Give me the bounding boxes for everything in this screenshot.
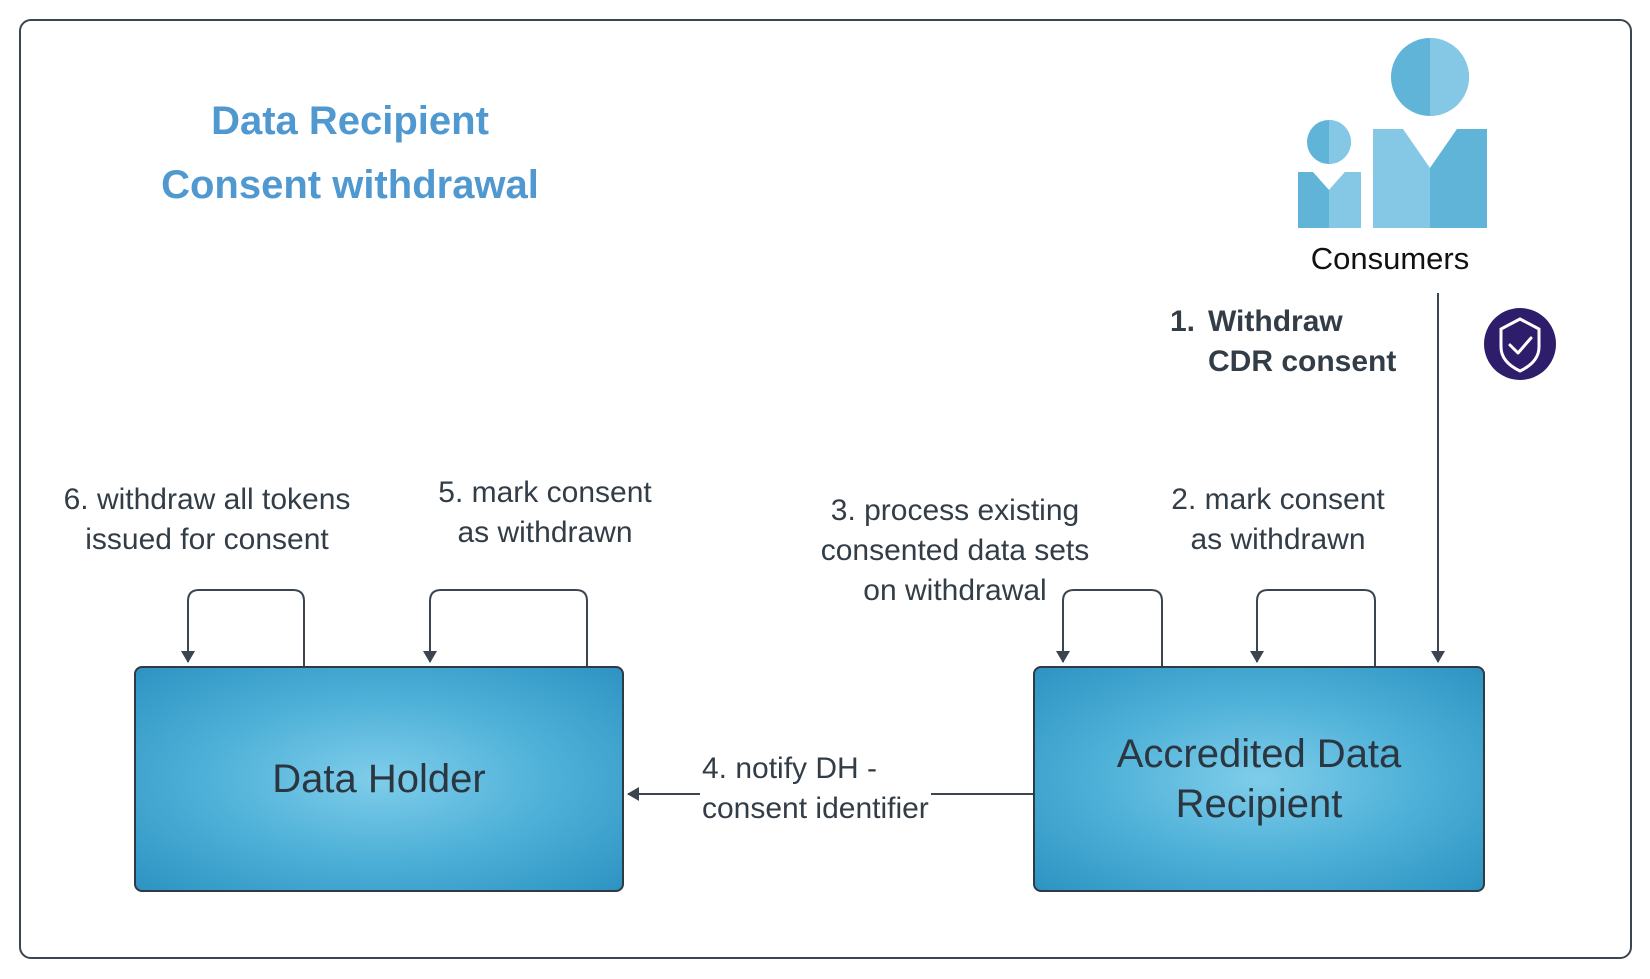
step-4-line-1: 4. notify DH -	[702, 752, 878, 785]
step-3-line-2: consented data sets	[820, 534, 1090, 567]
adr-label-line-1: Accredited Data	[1116, 732, 1402, 776]
step-5-line-1: 5. mark consent	[438, 476, 652, 509]
data-holder-box: Data Holder	[134, 666, 624, 892]
step-4-label: 4. notify DH - consent identifier	[700, 749, 931, 829]
accredited-data-recipient-label: Accredited Data Recipient	[1117, 729, 1402, 829]
people-icon	[1298, 38, 1487, 228]
step-5-label: 5. mark consent as withdrawn	[420, 473, 670, 553]
shield-check-icon	[1484, 308, 1556, 380]
diagram-title-line-1: Data Recipient	[211, 99, 489, 143]
step-3-line-1: 3. process existing	[830, 494, 1080, 527]
data-holder-label: Data Holder	[272, 757, 486, 801]
step-2-label: 2. mark consent as withdrawn	[1148, 480, 1408, 560]
connector-step-5	[423, 589, 588, 666]
consumers-label: Consumers	[1310, 241, 1470, 276]
connector-step-2	[1250, 589, 1376, 666]
step-1-text: Withdraw CDR consent	[1208, 302, 1396, 382]
step-3-line-3: on withdrawal	[863, 574, 1047, 607]
step-6-label: 6. withdraw all tokens issued for consen…	[42, 480, 372, 560]
step-2-line-1: 2. mark consent	[1171, 483, 1385, 516]
step-4-line-2: consent identifier	[702, 792, 929, 825]
step-1-line-2: CDR consent	[1208, 345, 1397, 378]
step-5-line-2: as withdrawn	[457, 516, 633, 549]
step-1-line-1: Withdraw	[1208, 305, 1343, 338]
step-6-line-2: issued for consent	[85, 523, 329, 556]
diagram-frame	[19, 19, 1632, 959]
step-3-label: 3. process existing consented data sets …	[800, 491, 1110, 611]
adr-label-line-2: Recipient	[1175, 782, 1343, 826]
step-6-line-1: 6. withdraw all tokens	[63, 483, 351, 516]
connector-step-3	[1056, 589, 1163, 666]
step-2-line-2: as withdrawn	[1190, 523, 1366, 556]
diagram-title-line-2: Consent withdrawal	[161, 163, 539, 207]
step-1-number: 1.	[1170, 305, 1196, 338]
accredited-data-recipient-box: Accredited Data Recipient	[1033, 666, 1485, 892]
connector-step-6	[181, 589, 305, 666]
